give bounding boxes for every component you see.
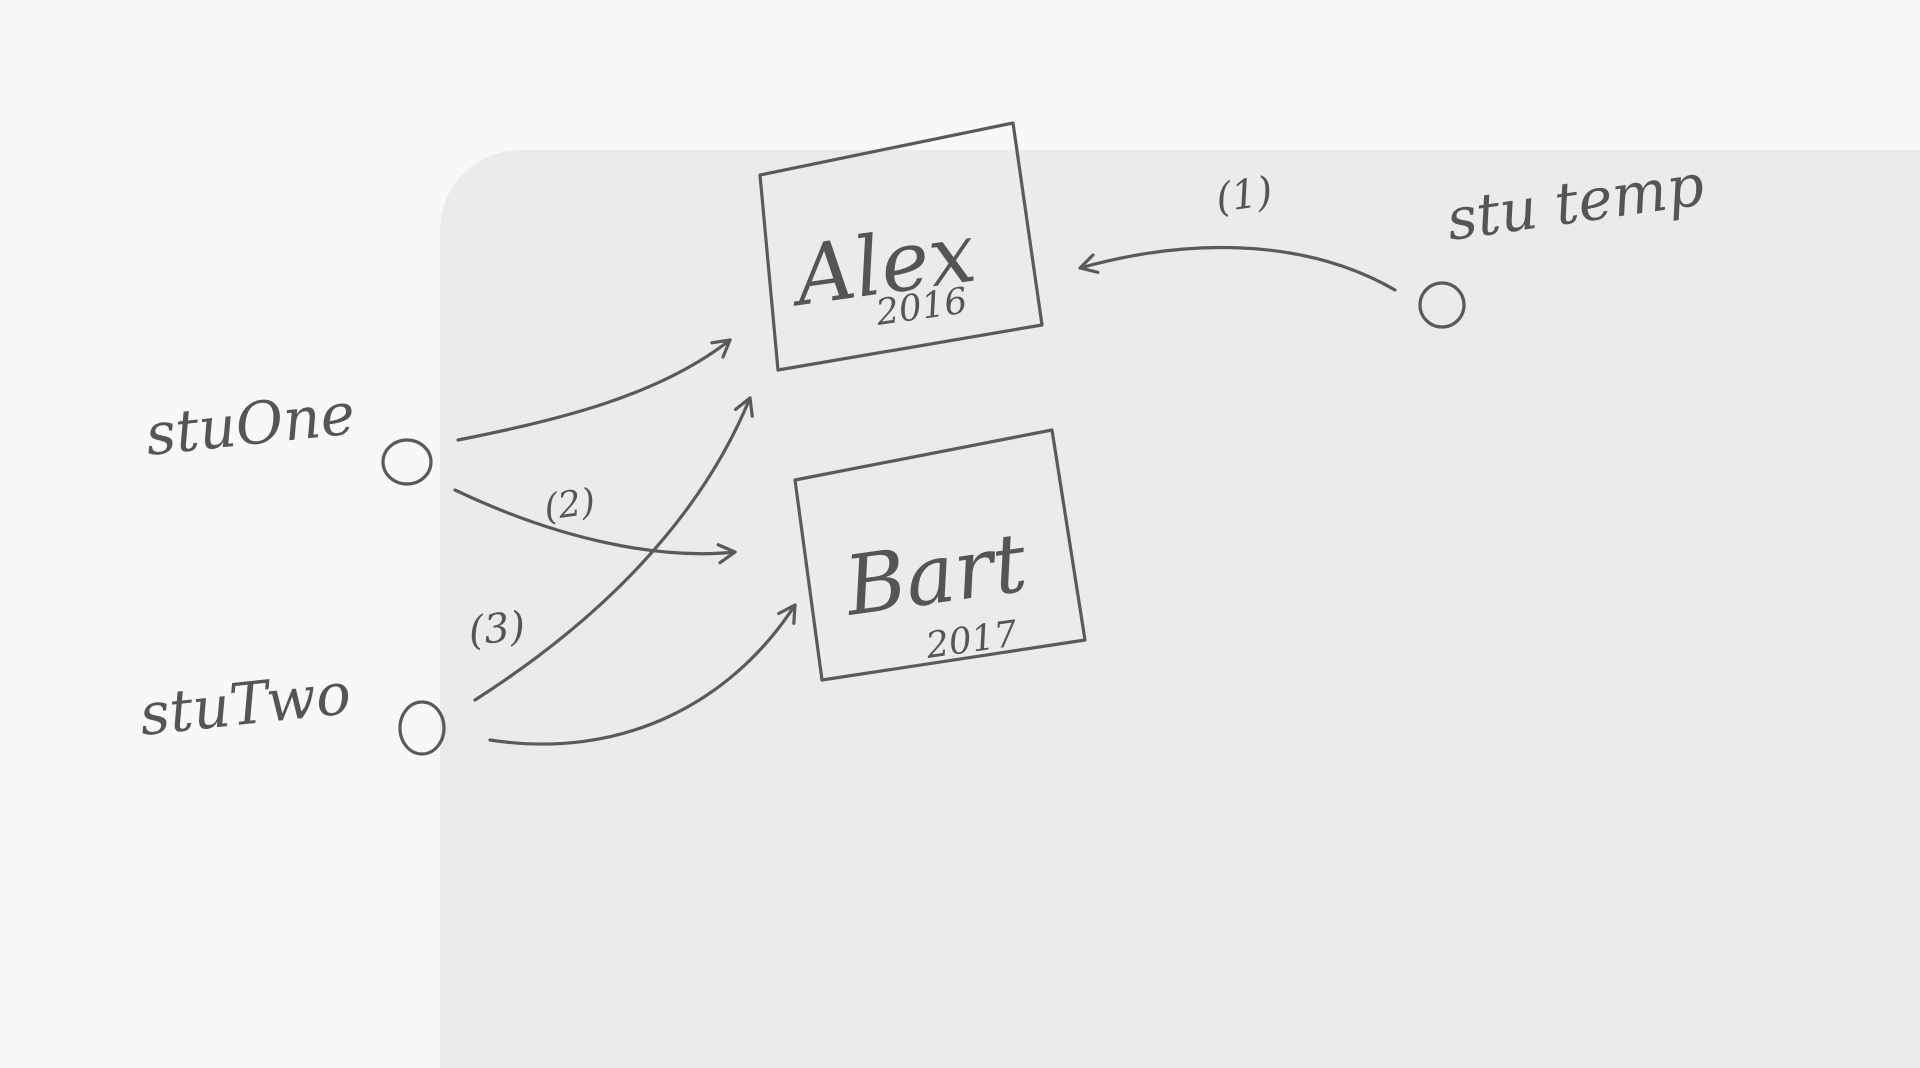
arrow-stutemp-to-alex (1078, 246, 1397, 292)
alex-box-outline (758, 121, 1044, 372)
arrow-stutwo-to-bart (488, 603, 797, 746)
step-label-3: (3) (466, 603, 527, 655)
stutemp-label: stu temp (1442, 151, 1708, 254)
object-box-bart: Bart 2017 (793, 428, 1087, 682)
stutemp-ref-circle (1418, 281, 1466, 329)
bart-box-outline (793, 428, 1087, 682)
object-box-alex: Alex 2016 (758, 121, 1044, 372)
paper-shadow (440, 150, 1920, 1068)
stuone-ref-circle (381, 438, 433, 486)
variable-stutwo: stuTwo (136, 659, 446, 756)
stutwo-label: stuTwo (136, 659, 354, 749)
variable-stutemp: stu temp (1418, 151, 1708, 329)
variable-stuone: stuOne (142, 379, 433, 486)
step-label-1: (1) (1213, 168, 1276, 221)
step-label-2: (2) (542, 481, 598, 529)
arrow-stutwo-to-alex (473, 396, 754, 702)
arrow-stuone-to-alex (456, 338, 732, 442)
stutwo-ref-circle (398, 700, 446, 756)
arrow-stuone-to-bart (453, 488, 737, 565)
stuone-label: stuOne (142, 379, 358, 469)
